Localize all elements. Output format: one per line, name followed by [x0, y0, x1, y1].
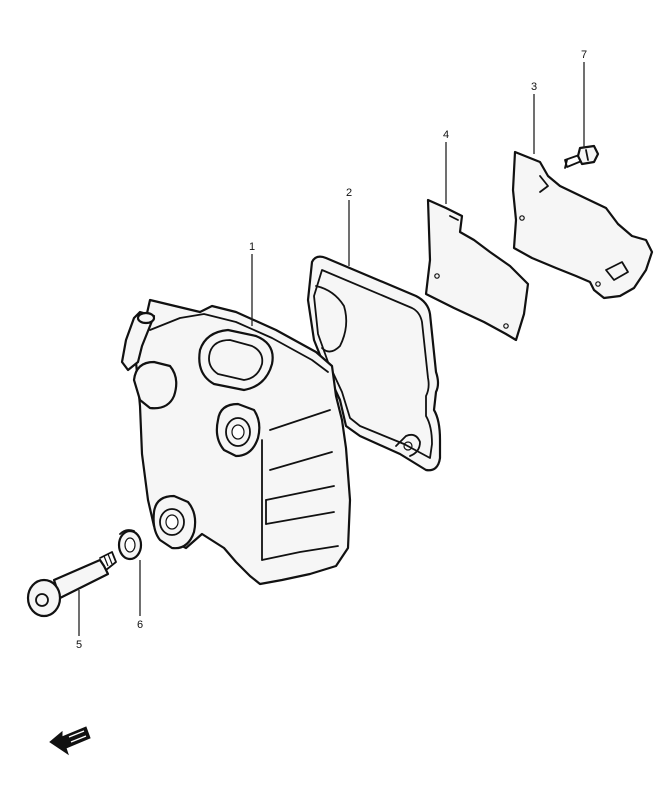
part-6-washer[interactable]	[117, 529, 143, 561]
part-3-cover-plate[interactable]	[511, 150, 654, 300]
callout-labels: 7 3 4 2 1 5 6	[76, 49, 587, 651]
callout-2: 2	[346, 187, 352, 199]
callout-4: 4	[443, 129, 449, 141]
callout-6: 6	[137, 619, 143, 631]
callout-5: 5	[76, 639, 82, 651]
callout-3: 3	[531, 81, 537, 93]
part-1-housing[interactable]	[120, 298, 352, 586]
part-4-plate[interactable]	[424, 198, 530, 342]
part-5-bolt[interactable]	[26, 551, 117, 618]
part-2-gasket[interactable]	[306, 255, 442, 472]
part-7-bolt[interactable]	[564, 144, 600, 169]
callout-7: 7	[581, 49, 587, 61]
front-arrow-icon	[49, 726, 91, 756]
callout-1: 1	[249, 241, 255, 253]
leader-lines	[78, 62, 585, 636]
